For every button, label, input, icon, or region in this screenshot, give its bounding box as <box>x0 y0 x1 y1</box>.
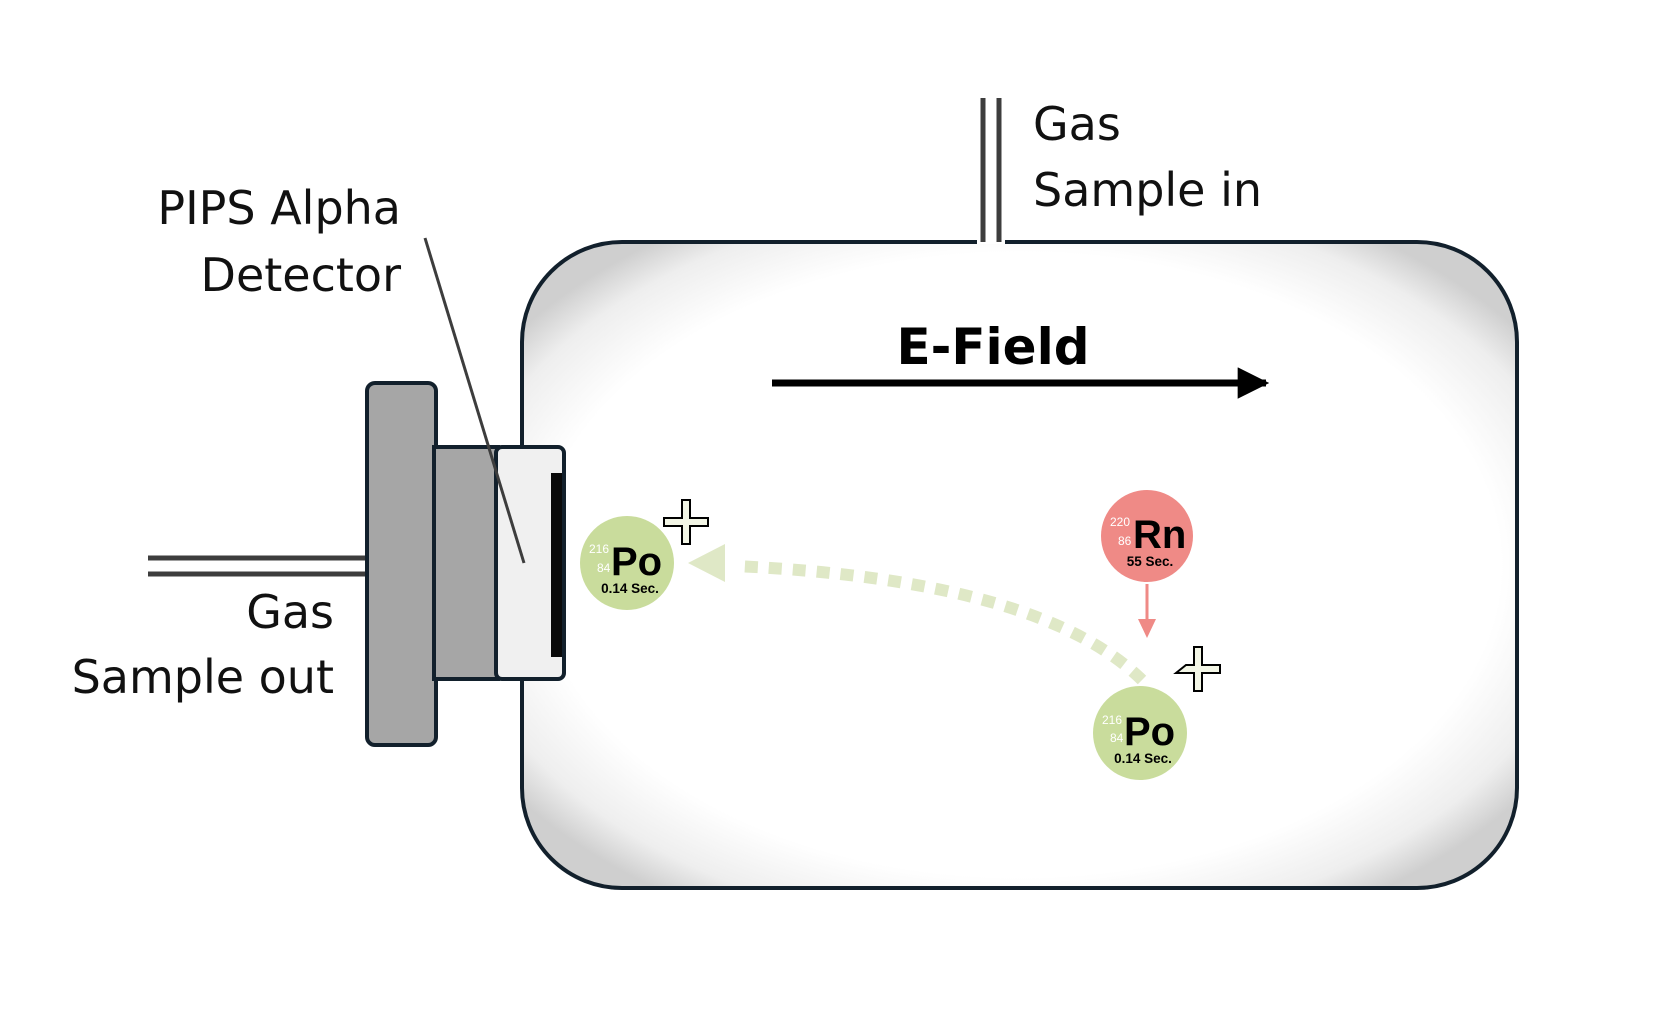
gas-in-label-line1: Gas <box>1033 97 1121 151</box>
gas-out-label-line2: Sample out <box>72 650 334 704</box>
ion-trajectory-path <box>734 560 1147 685</box>
polonium-atom-product: 216 84 Po 0.14 Sec. <box>1093 686 1187 780</box>
po-product-circle <box>1093 686 1187 780</box>
po-detector-mass-number: 216 <box>589 542 609 556</box>
gas-in-label-line2: Sample in <box>1033 163 1262 217</box>
gas-outlet-pipe <box>148 555 370 577</box>
positive-charge-icon <box>1173 646 1221 692</box>
detector-sensor <box>551 473 562 657</box>
po-product-mass-number: 216 <box>1102 713 1122 727</box>
efield-label: E-Field <box>896 318 1089 376</box>
ion-trajectory-arrowhead <box>688 544 725 582</box>
polonium-atom-detector: 216 84 Po 0.14 Sec. <box>580 516 674 610</box>
gas-out-label-line1: Gas <box>246 585 334 639</box>
detector-label-line2: Detector <box>201 248 402 302</box>
radon-symbol: Rn <box>1133 513 1186 557</box>
detector-face <box>494 445 566 681</box>
po-detector-half-life: 0.14 Sec. <box>601 581 659 596</box>
radon-half-life: 55 Sec. <box>1127 554 1174 569</box>
po-product-symbol: Po <box>1124 710 1175 754</box>
detector-label-line1: PIPS Alpha <box>157 181 401 235</box>
positive-charge-icon <box>663 499 709 545</box>
detector-assembly <box>365 381 566 747</box>
radon-mass-number: 220 <box>1110 515 1130 529</box>
po-product-atomic-number: 84 <box>1110 731 1124 745</box>
decay-arrowhead <box>1138 619 1156 638</box>
radon-atomic-number: 86 <box>1118 534 1132 548</box>
po-detector-symbol: Po <box>611 540 662 584</box>
radon-circle <box>1101 490 1193 582</box>
gas-inlet-pipe <box>977 98 1005 244</box>
radon-atom: 220 86 Rn 55 Sec. <box>1101 490 1193 582</box>
detector-flange <box>365 381 438 747</box>
po-product-half-life: 0.14 Sec. <box>1114 751 1172 766</box>
po-detector-atomic-number: 84 <box>597 561 611 575</box>
detector-leader-line <box>423 237 526 564</box>
po-detector-circle <box>580 516 674 610</box>
detector-body <box>432 445 500 681</box>
